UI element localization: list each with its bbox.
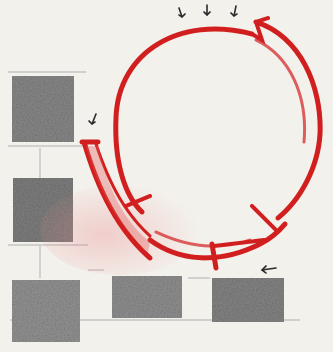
down-arrow-icon — [89, 114, 96, 124]
down-arrow-icon — [179, 8, 185, 17]
top-notch — [252, 18, 268, 40]
down-arrow-icon — [231, 6, 237, 16]
down-arrow-icon — [204, 5, 210, 15]
gray-block — [12, 76, 74, 142]
outer-arc — [116, 29, 252, 212]
left-arrow-icon — [262, 266, 276, 273]
gray-block — [212, 278, 284, 322]
gray-block — [112, 276, 182, 318]
gray-block — [12, 280, 80, 342]
ring-tick — [252, 206, 276, 230]
outer-arc-right — [256, 22, 320, 218]
